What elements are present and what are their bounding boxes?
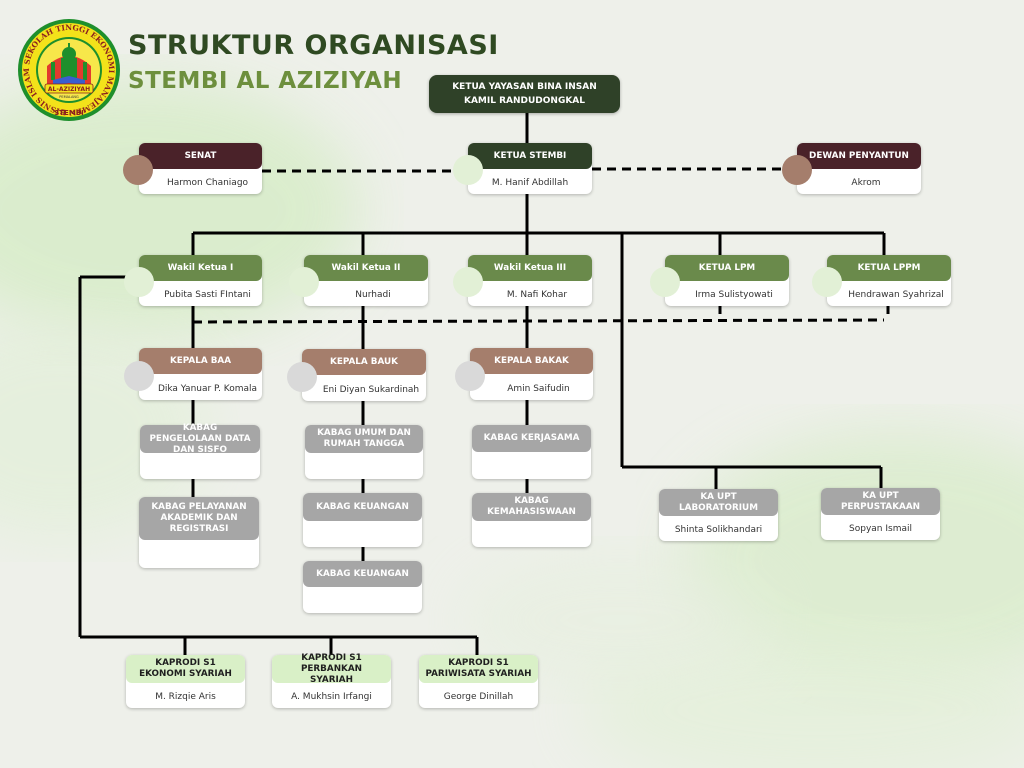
- node-role: KABAG KEUANGAN: [303, 493, 422, 521]
- node-role: KA UPT LABORATORIUM: [659, 489, 778, 516]
- node-person-name: Harmon Chaniago: [166, 178, 249, 188]
- node-role: KAPRODI S1 PERBANKAN SYARIAH: [272, 653, 391, 685]
- logo-sub-text: PEMALANG: [59, 95, 79, 99]
- node-person-name: M. Hanif Abdillah: [491, 178, 569, 188]
- node-role: KETUA STEMBI: [468, 143, 592, 169]
- node-role: KABAG UMUM DAN RUMAH TANGGA: [305, 425, 423, 453]
- avatar-placeholder: [812, 267, 842, 297]
- logo-bottom-text: STEMBI: [54, 109, 84, 117]
- node-upt-perpustakaan: KA UPT PERPUSTAKAAN Sopyan Ismail: [821, 488, 940, 540]
- node-person-name: Sopyan Ismail: [849, 524, 912, 534]
- node-kaprodi-ekonomi-syariah: KAPRODI S1 EKONOMI SYARIAH M. Rizqie Ari…: [126, 655, 245, 708]
- node-role: KA UPT PERPUSTAKAAN: [821, 488, 940, 515]
- node-senat: SENAT Harmon Chaniago: [139, 143, 262, 194]
- avatar-placeholder: [287, 362, 317, 392]
- node-role: KEPALA BAA: [139, 348, 262, 374]
- node-ketua-yayasan: KETUA YAYASAN BINA INSAN KAMIL RANDUDONG…: [429, 75, 620, 113]
- node-ketua-lpm: KETUA LPM Irma Sulistyowati: [665, 255, 789, 306]
- node-role: KEPALA BAUK: [302, 349, 426, 375]
- node-kabag-kemahasiswaan: KABAG KEMAHASISWAAN: [472, 493, 591, 547]
- node-person-name: Shinta Solikhandari: [674, 525, 763, 535]
- page-subtitle: STEMBI AL AZIZIYAH: [128, 68, 403, 94]
- node-kepala-bakak: KEPALA BAKAK Amin Saifudin: [470, 348, 593, 400]
- node-role: KABAG KEMAHASISWAAN: [472, 493, 591, 521]
- node-role: KAPRODI S1 EKONOMI SYARIAH: [126, 655, 245, 683]
- ketua-yayasan-line1: KETUA YAYASAN BINA INSAN: [452, 82, 597, 92]
- node-person-name: Hendrawan Syahrizal: [848, 290, 944, 300]
- node-role: KAPRODI S1 PARIWISATA SYARIAH: [419, 655, 538, 683]
- page-title: STRUKTUR ORGANISASI: [128, 30, 499, 61]
- node-role: Wakil Ketua I: [139, 255, 262, 281]
- node-kabag-keuangan-1: KABAG KEUANGAN: [303, 493, 422, 547]
- avatar-placeholder: [123, 155, 153, 185]
- node-kabag-kerjasama: KABAG KERJASAMA: [472, 425, 591, 479]
- avatar-placeholder: [124, 267, 154, 297]
- logo-banner-text: AL-AZIZIYAH: [48, 86, 90, 93]
- avatar-placeholder: [124, 361, 154, 391]
- node-kabag-sisfo: KABAG PENGELOLAAN DATA DAN SISFO: [140, 423, 260, 479]
- node-role: KABAG PENGELOLAAN DATA DAN SISFO: [140, 423, 260, 455]
- node-role: KABAG KERJASAMA: [472, 425, 591, 452]
- ketua-yayasan-line2: KAMIL RANDUDONGKAL: [463, 96, 586, 106]
- node-kaprodi-perbankan-syariah: KAPRODI S1 PERBANKAN SYARIAH A. Mukhsin …: [272, 653, 391, 708]
- node-kaprodi-pariwisata-syariah: KAPRODI S1 PARIWISATA SYARIAH George Din…: [419, 655, 538, 708]
- avatar-placeholder: [453, 267, 483, 297]
- node-wakil-ketua-3: Wakil Ketua III M. Nafi Kohar: [468, 255, 592, 306]
- node-ketua-lppm: KETUA LPPM Hendrawan Syahrizal: [827, 255, 951, 306]
- avatar-placeholder: [455, 361, 485, 391]
- avatar-placeholder: [453, 155, 483, 185]
- stembi-logo: SEKOLAH TINGGI EKONOMI MANAJEMEN BISNIS …: [18, 19, 120, 121]
- node-person-name: Nurhadi: [355, 290, 391, 300]
- node-kabag-umum: KABAG UMUM DAN RUMAH TANGGA: [305, 425, 423, 479]
- node-kepala-baa: KEPALA BAA Dika Yanuar P. Komala: [139, 348, 262, 400]
- node-role: KETUA LPPM: [827, 255, 951, 281]
- avatar-placeholder: [650, 267, 680, 297]
- node-wakil-ketua-2: Wakil Ketua II Nurhadi: [304, 255, 428, 306]
- avatar-placeholder: [289, 267, 319, 297]
- avatar-placeholder: [782, 155, 812, 185]
- node-person-name: Eni Diyan Sukardinah: [322, 385, 420, 395]
- node-person-name: Akrom: [851, 178, 881, 188]
- node-kepala-bauk: KEPALA BAUK Eni Diyan Sukardinah: [302, 349, 426, 401]
- node-person-name: M. Nafi Kohar: [506, 290, 568, 300]
- node-role: Wakil Ketua II: [304, 255, 428, 281]
- node-person-name: Dika Yanuar P. Komala: [157, 384, 258, 394]
- node-role: DEWAN PENYANTUN: [797, 143, 921, 169]
- node-ketua-stembi: KETUA STEMBI M. Hanif Abdillah: [468, 143, 592, 194]
- node-person-name: Pubita Sasti FIntani: [164, 290, 251, 300]
- node-person-name: A. Mukhsin Irfangi: [291, 692, 372, 702]
- node-role: KABAG KEUANGAN: [303, 561, 422, 587]
- node-person-name: Irma Sulistyowati: [695, 290, 773, 300]
- node-role: KABAG PELAYANAN AKADEMIK DAN REGISTRASI: [139, 497, 259, 540]
- node-kabag-pelayanan: KABAG PELAYANAN AKADEMIK DAN REGISTRASI: [139, 497, 259, 568]
- node-wakil-ketua-1: Wakil Ketua I Pubita Sasti FIntani: [139, 255, 262, 306]
- node-role: Wakil Ketua III: [468, 255, 592, 281]
- node-person-name: Amin Saifudin: [507, 384, 570, 394]
- node-kabag-keuangan-2: KABAG KEUANGAN: [303, 561, 422, 613]
- node-person-name: M. Rizqie Aris: [155, 692, 216, 702]
- node-role: SENAT: [139, 143, 262, 169]
- node-upt-laboratorium: KA UPT LABORATORIUM Shinta Solikhandari: [659, 489, 778, 541]
- node-person-name: George Dinillah: [443, 692, 514, 702]
- node-dewan-penyantun: DEWAN PENYANTUN Akrom: [797, 143, 921, 194]
- node-role: KEPALA BAKAK: [470, 348, 593, 374]
- node-role: KETUA LPM: [665, 255, 789, 281]
